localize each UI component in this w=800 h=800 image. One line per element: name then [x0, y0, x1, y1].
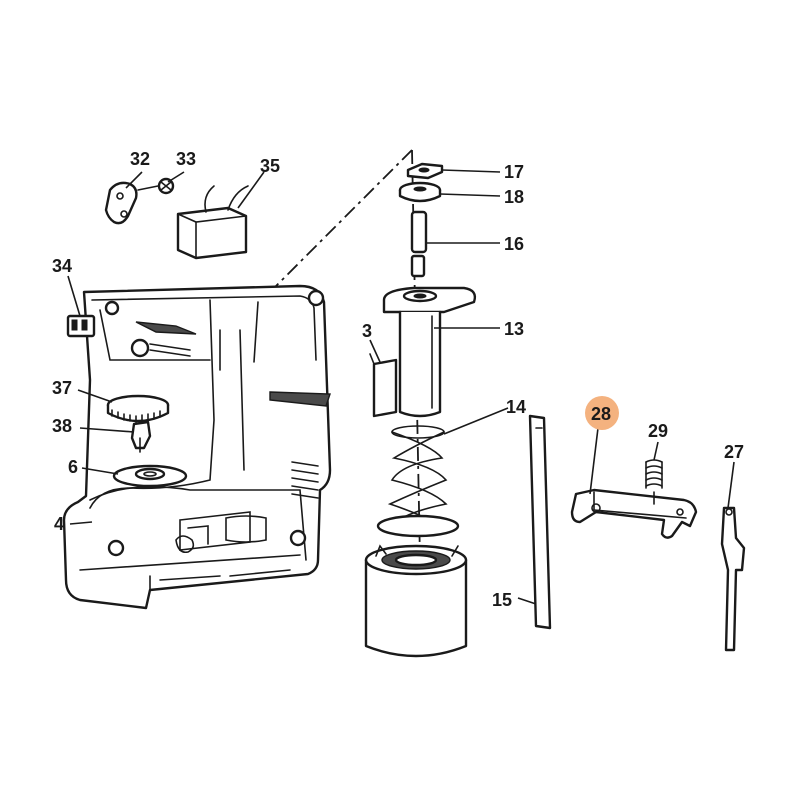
highlight-circle-28 — [585, 396, 619, 430]
part-35-capacitor[interactable] — [176, 185, 249, 260]
callout-34[interactable]: 34 — [52, 256, 72, 276]
part-28-lever[interactable] — [570, 488, 698, 539]
callout-35[interactable]: 35 — [260, 156, 280, 176]
callout-18[interactable]: 18 — [504, 187, 524, 207]
part-13-guide-tube[interactable] — [382, 286, 477, 418]
part-3-plate[interactable] — [369, 353, 398, 418]
part-15-flat-bar[interactable] — [528, 414, 552, 630]
callout-32[interactable]: 32 — [130, 149, 150, 169]
callout-28[interactable]: 28 — [591, 404, 611, 424]
part-32-clamp[interactable] — [104, 181, 138, 225]
leader-lines — [67, 169, 735, 605]
part-17-nut[interactable] — [406, 162, 444, 180]
callout-27[interactable]: 27 — [724, 442, 744, 462]
coil-housing — [364, 544, 468, 658]
diagonal-axis-line — [261, 149, 413, 301]
callout-33[interactable]: 33 — [176, 149, 196, 169]
part-6-disc[interactable] — [112, 464, 188, 488]
part-16-pin[interactable] — [410, 210, 428, 278]
housing-vent-slots — [291, 461, 319, 499]
callout-16[interactable]: 16 — [504, 234, 524, 254]
callout-17[interactable]: 17 — [504, 162, 524, 182]
part-4-housing[interactable] — [62, 284, 332, 610]
part-14-spring[interactable] — [376, 425, 460, 538]
callout-14[interactable]: 14 — [506, 397, 526, 417]
callout-15[interactable]: 15 — [492, 590, 512, 610]
callout-4[interactable]: 4 — [54, 514, 64, 534]
part-38-switch[interactable] — [130, 420, 152, 453]
part-27-latch-bar[interactable] — [720, 506, 746, 652]
callout-29[interactable]: 29 — [648, 421, 668, 441]
callout-37[interactable]: 37 — [52, 378, 72, 398]
part-37-gear[interactable] — [106, 394, 170, 423]
part-18-washer[interactable] — [398, 181, 442, 203]
callout-3[interactable]: 3 — [362, 321, 372, 341]
callout-6[interactable]: 6 — [68, 457, 78, 477]
callout-13[interactable]: 13 — [504, 319, 524, 339]
part-34-connector[interactable] — [66, 314, 96, 338]
part-33-screw[interactable] — [137, 177, 175, 195]
callout-38[interactable]: 38 — [52, 416, 72, 436]
